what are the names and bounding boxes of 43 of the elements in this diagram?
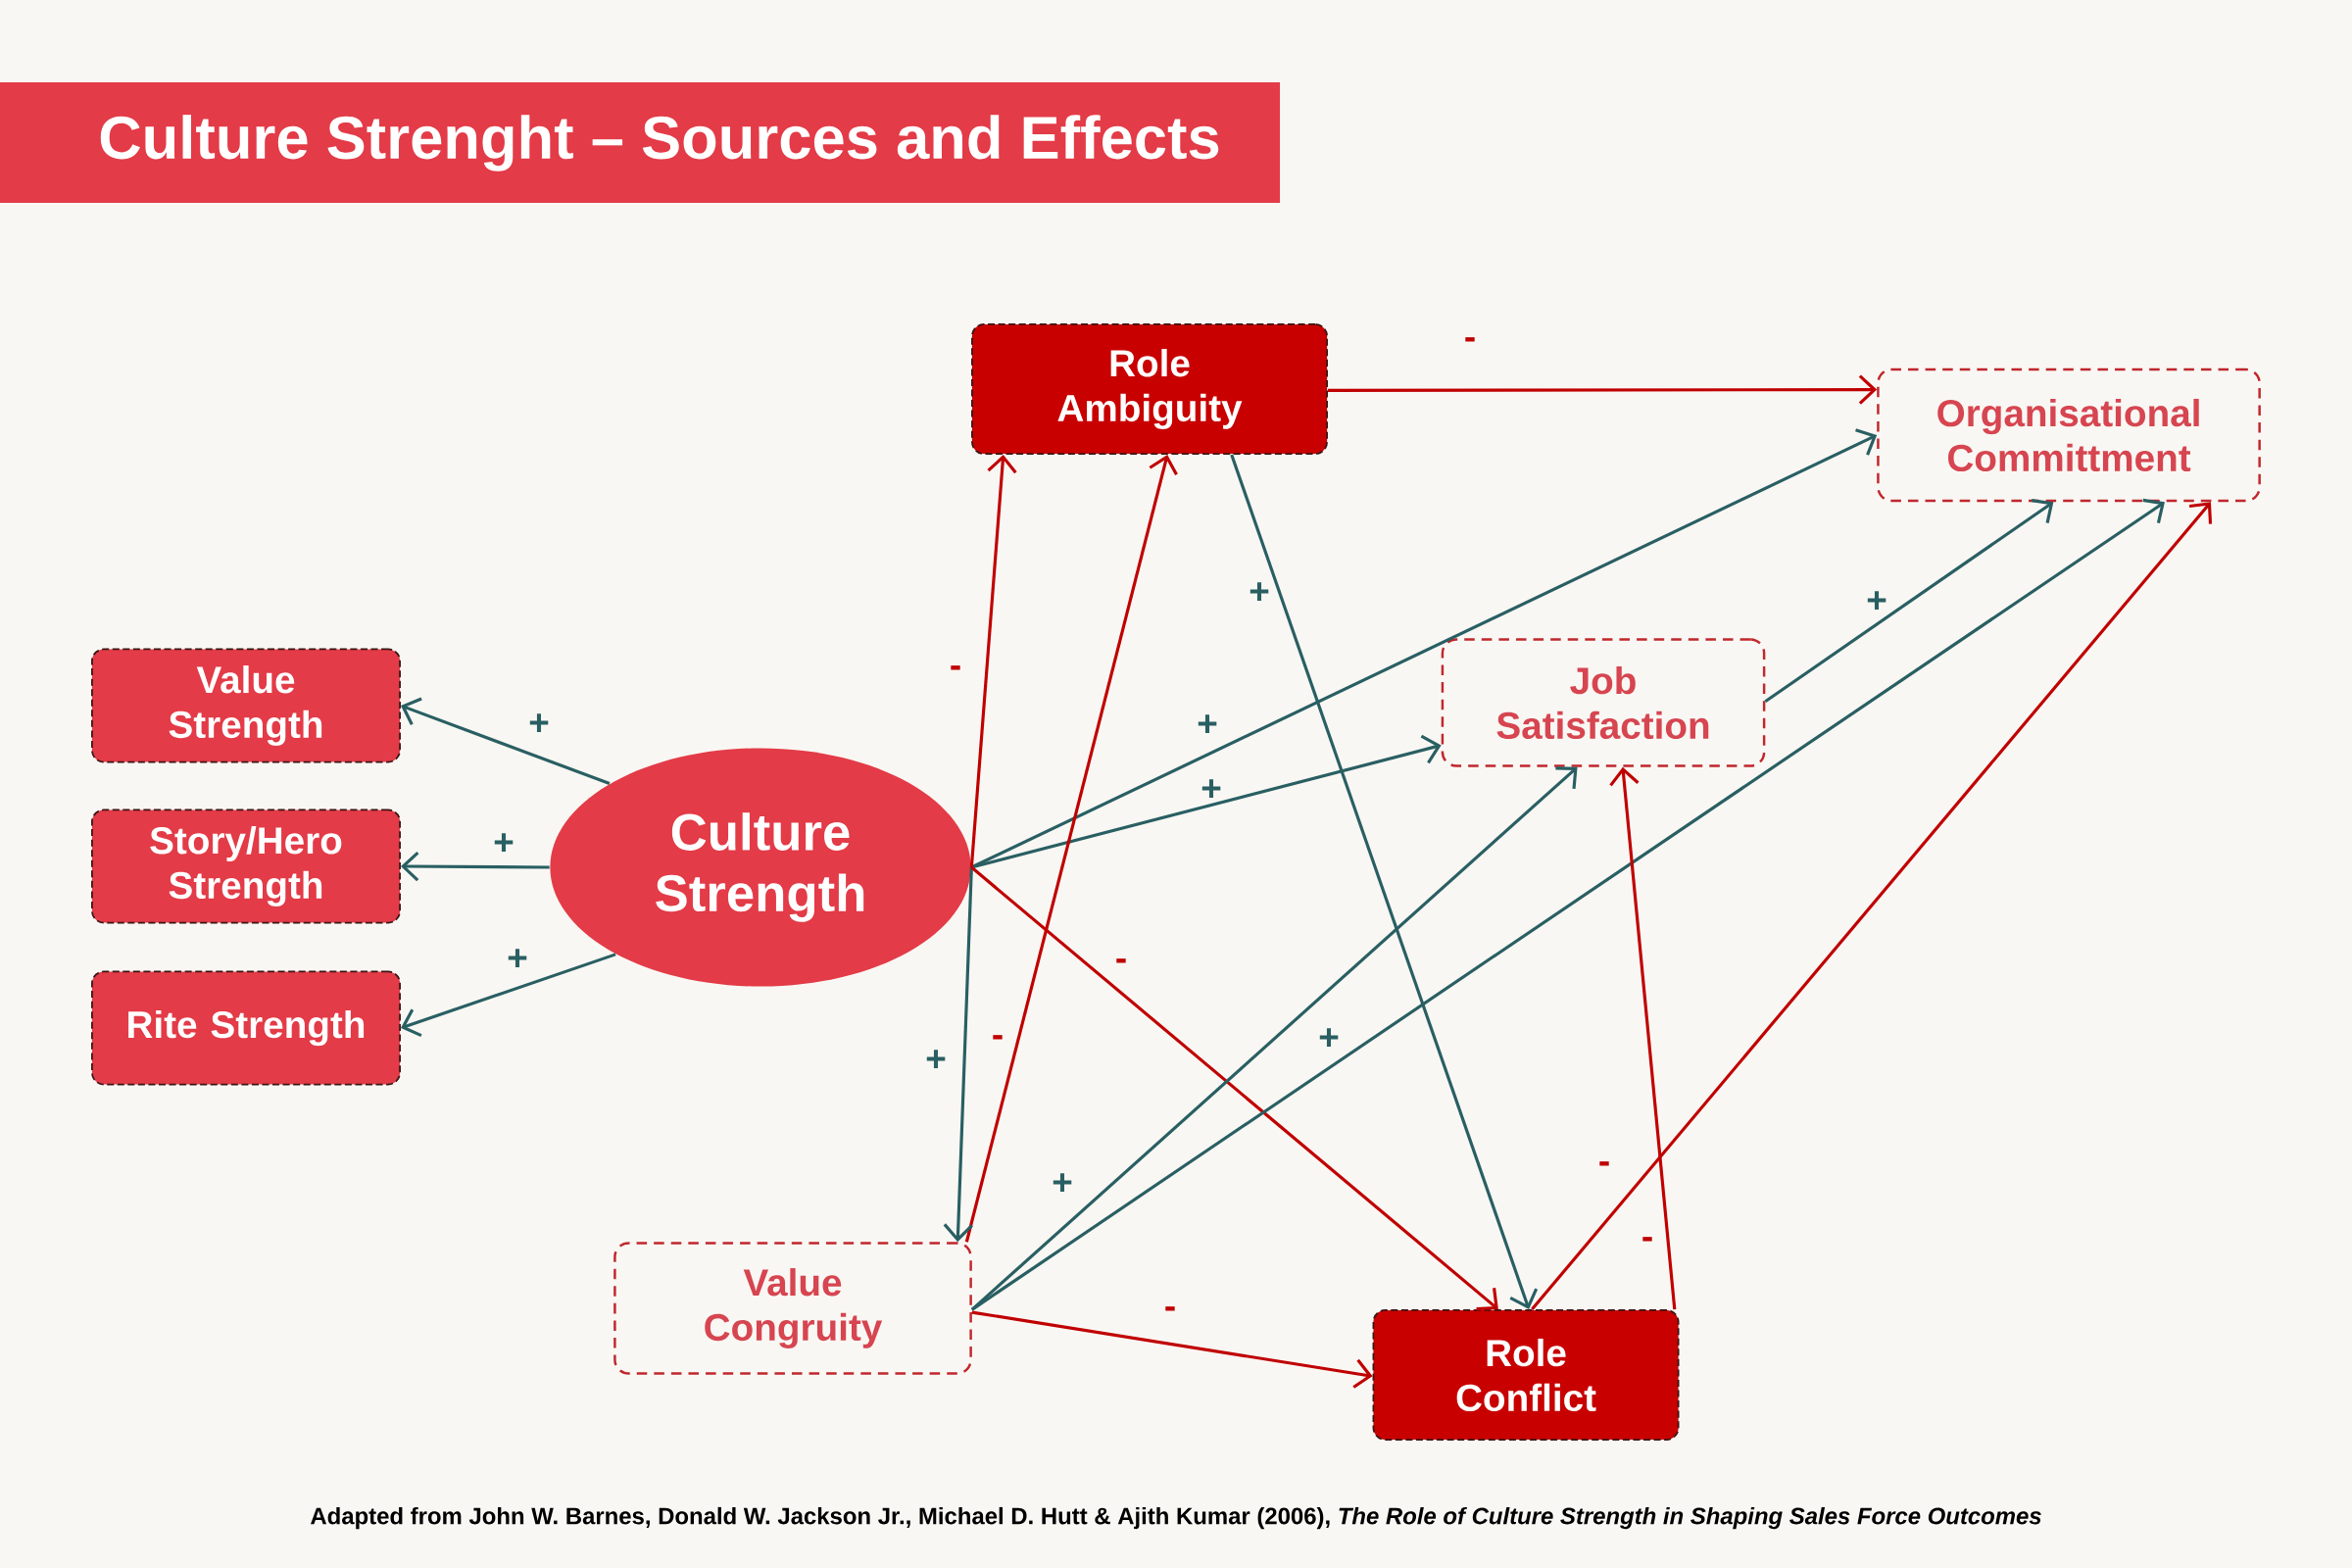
arrow (943, 866, 973, 1243)
edge-label: + (1250, 582, 1269, 601)
edge-label: + (1867, 591, 1886, 610)
arrow (1764, 499, 2054, 703)
title-banner: Culture Strenght – Sources and Effects (0, 82, 1280, 203)
process-box: Role Conflict (1372, 1309, 1680, 1441)
process-box: Story/Hero Strength (91, 808, 401, 924)
dashed-box: Organisational Committment (1877, 368, 2261, 503)
edge-label: - (1165, 1306, 1175, 1311)
process-box: Value Strength (91, 648, 401, 763)
arrow (400, 697, 611, 786)
arrow (1230, 454, 1539, 1310)
edge-label: + (1053, 1173, 1072, 1192)
arrow (1531, 502, 2213, 1311)
dashed-box: Job Satisfaction (1441, 638, 1766, 767)
edge-label: + (1319, 1028, 1339, 1047)
arrow (971, 1310, 1373, 1389)
edge-label: - (993, 1035, 1003, 1040)
caption: Adapted from John W. Barnes, Donald W. Jackson Jr., Michael D. Hutt & Ajith Kumar (2006), The Role of Culture Strength in Shaping Sales Force Outcomes (311, 1506, 2041, 1530)
arrow (964, 454, 1178, 1243)
edge-label: + (508, 949, 527, 967)
oval: Culture Strength (550, 748, 971, 987)
edge-label: - (1116, 958, 1126, 963)
arrow (970, 865, 1498, 1311)
process-box: Rite Strength (91, 970, 401, 1086)
process-box: Role Ambiguity (971, 323, 1328, 455)
arrow (1609, 766, 1677, 1310)
edge-label: + (1201, 779, 1221, 798)
edge-label: - (951, 665, 960, 670)
arrow (969, 454, 1017, 868)
arrow (970, 734, 1442, 869)
arrow (400, 851, 550, 882)
edge-label: - (1599, 1161, 1609, 1166)
dashed-box: Value Congruity (613, 1242, 972, 1375)
arrow (401, 953, 616, 1038)
edge-label: + (529, 713, 549, 732)
edge-label: + (926, 1050, 946, 1068)
edge-label: + (1198, 714, 1217, 733)
edge-label: - (1465, 337, 1475, 342)
edge-label: - (1642, 1237, 1652, 1242)
edge-label: + (494, 833, 514, 852)
arrow (970, 498, 2165, 1311)
arrow (1328, 374, 1878, 405)
